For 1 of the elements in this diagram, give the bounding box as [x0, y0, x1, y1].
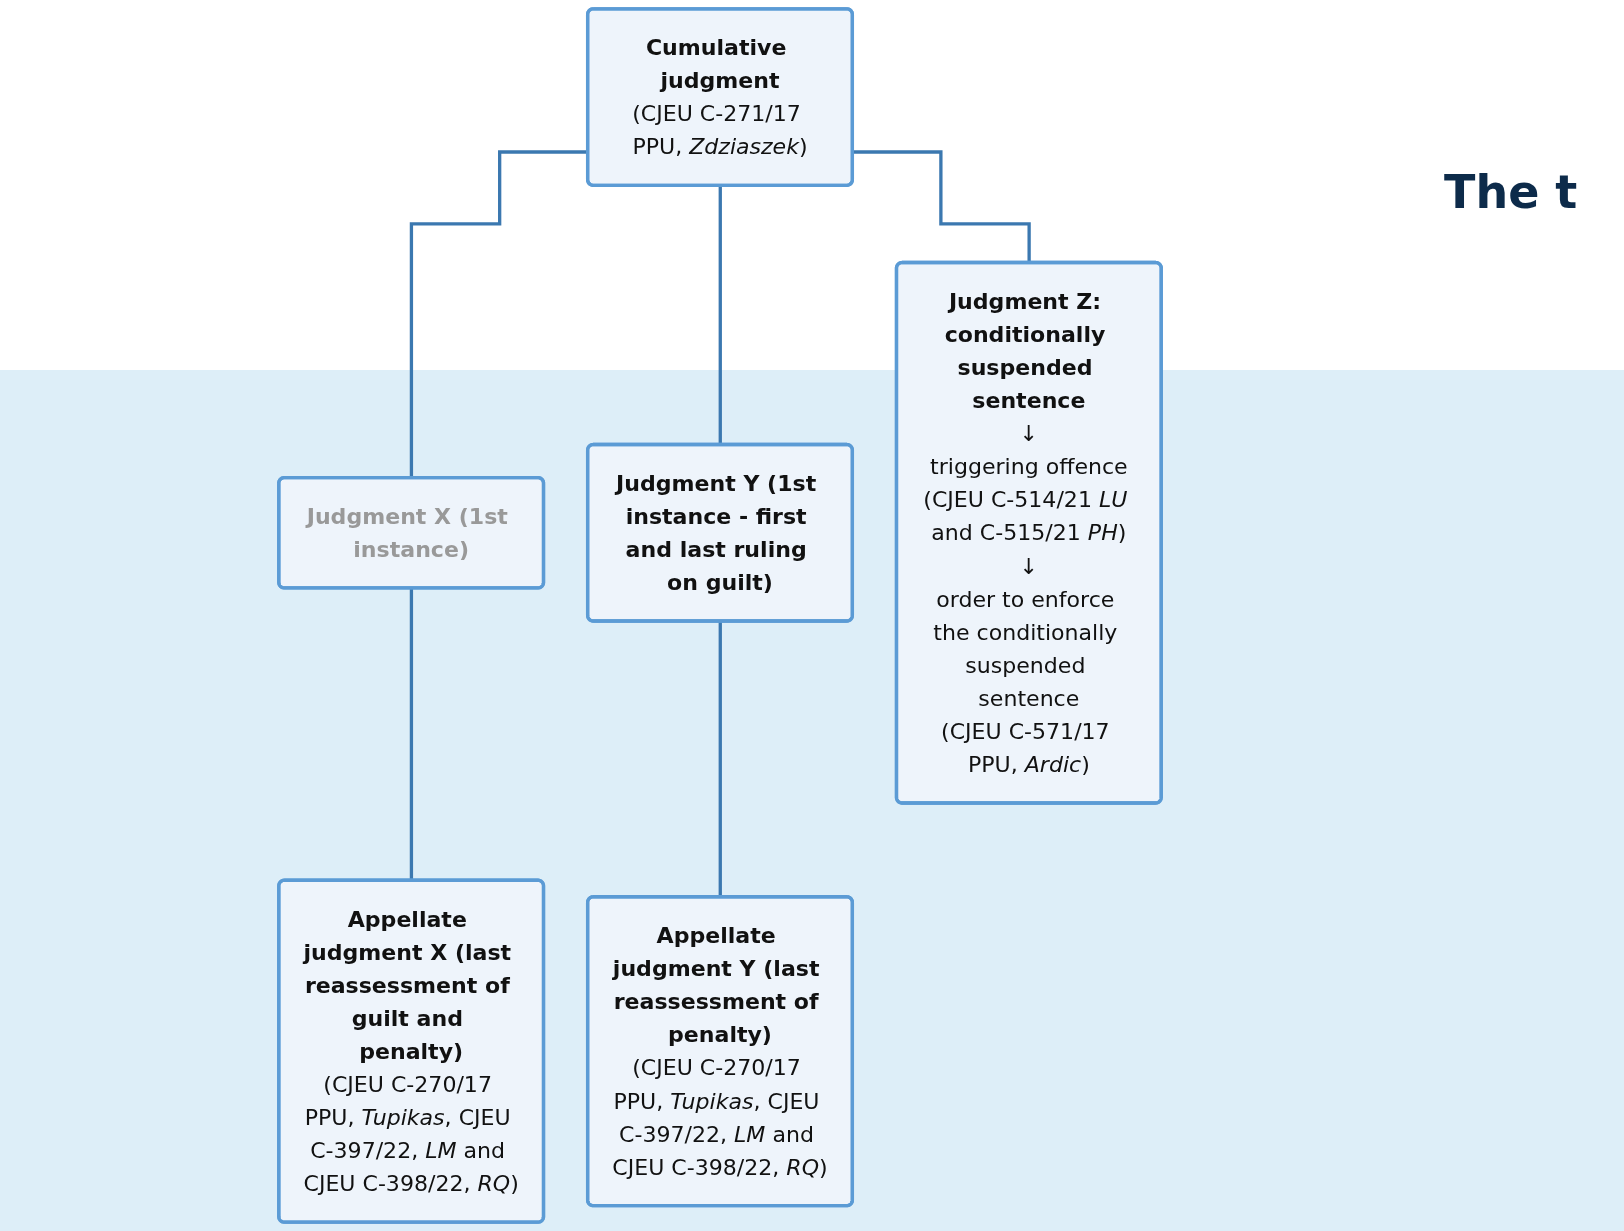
heading-text: The t — [1444, 165, 1579, 219]
